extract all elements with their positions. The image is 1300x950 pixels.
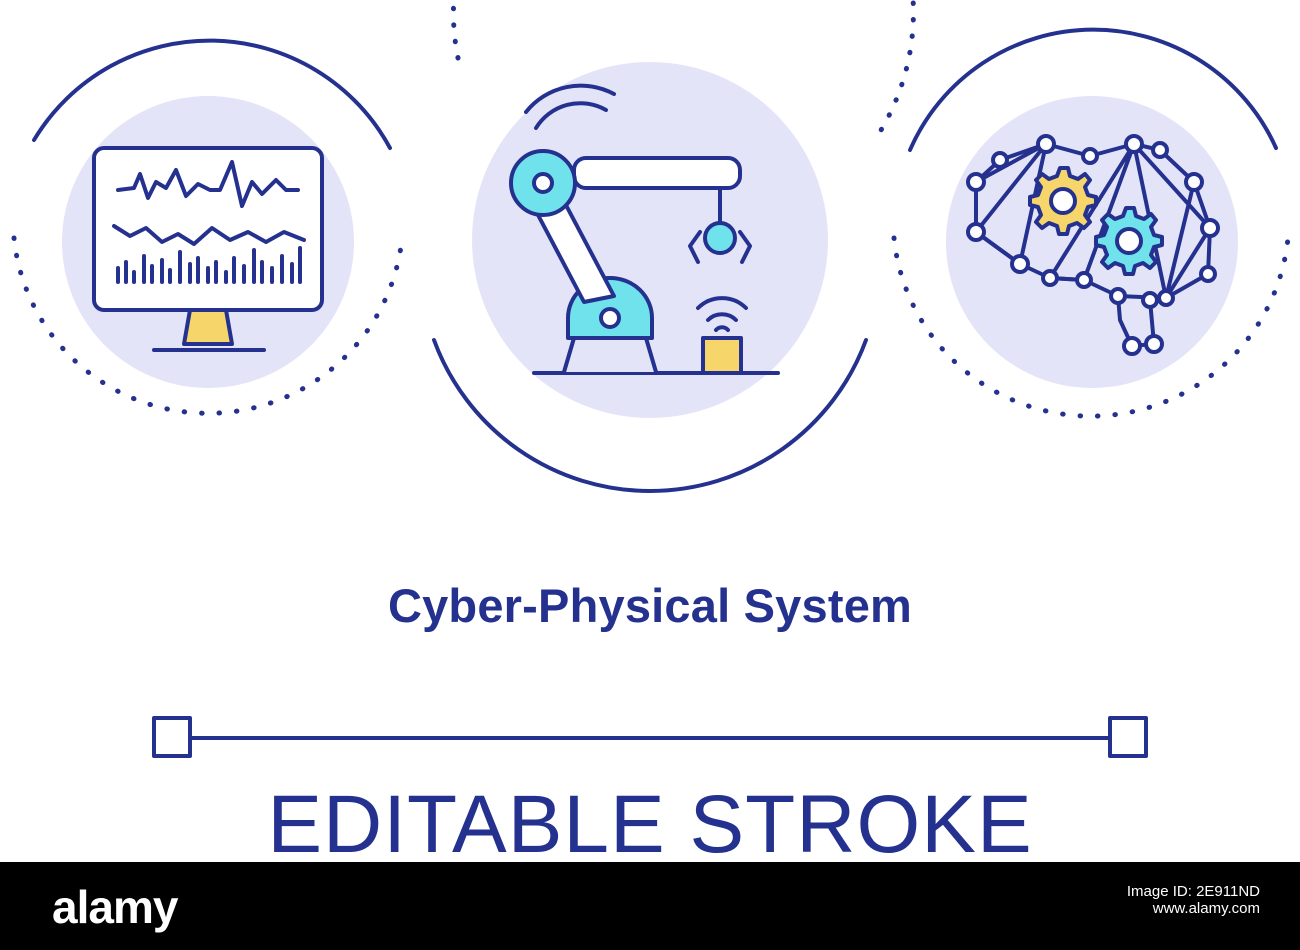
stroke-handle-left: [152, 716, 192, 758]
stroke-handle-right: [1108, 716, 1148, 758]
robotic-arm-icon: [432, 0, 916, 493]
image-id-label: Image ID: 2E911ND: [1126, 883, 1260, 900]
concept-title: Cyber-Physical System: [387, 579, 913, 632]
editable-stroke-line: [152, 716, 1148, 758]
image-reference: Image ID: 2E911ND www.alamy.com: [1127, 883, 1260, 917]
brand-url: www.alamy.com: [1152, 900, 1260, 917]
concept-illustration: [11, 0, 1291, 758]
monitor-chart-icon: [11, 38, 405, 416]
editable-stroke-caption: EDITABLE STROKE: [267, 779, 1033, 870]
watermark-footer: [0, 862, 1300, 950]
brand-logo: alamy: [52, 881, 178, 933]
ai-brain-gears-icon: [891, 27, 1291, 419]
